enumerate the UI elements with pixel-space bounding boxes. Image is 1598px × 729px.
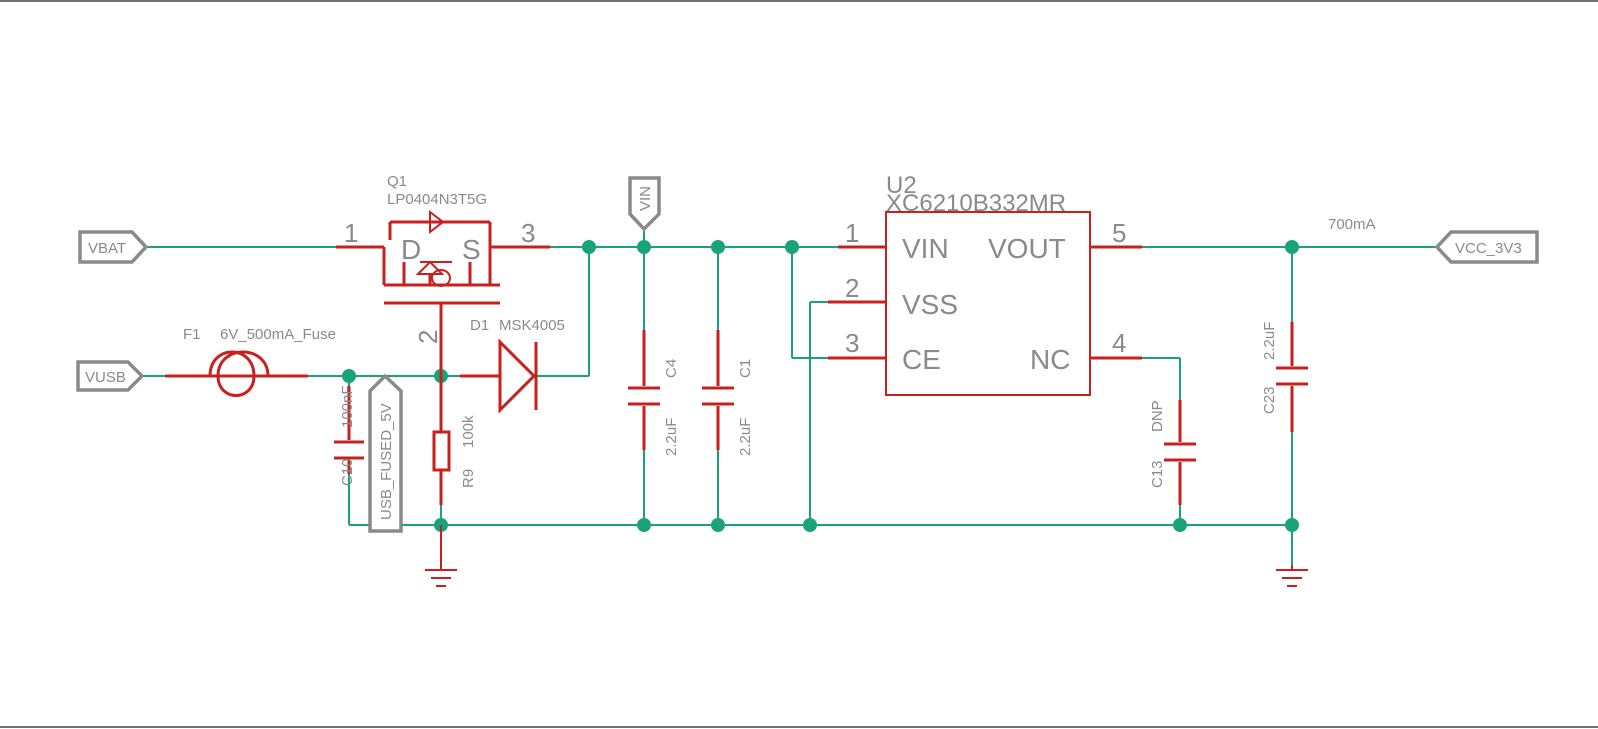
c10-value: 100nF bbox=[339, 385, 356, 428]
c1-ref: C1 bbox=[737, 359, 754, 378]
d1-diode[interactable]: D1 MSK4005 bbox=[460, 317, 565, 414]
port-vin[interactable]: VIN bbox=[628, 176, 661, 232]
u2-pin5-num: 5 bbox=[1112, 218, 1126, 248]
q1-pin2-label: 2 bbox=[413, 330, 443, 344]
u2-pin4-num: 4 bbox=[1112, 328, 1126, 358]
c10-capacitor[interactable]: 100nF C10 bbox=[334, 385, 364, 486]
u2-regulator[interactable]: U2 XC6210B332MR 1 VIN 2 VSS 3 CE 4 NC 5 … bbox=[828, 172, 1142, 396]
ground-symbol-left bbox=[425, 525, 457, 587]
q1-ref: Q1 bbox=[387, 173, 407, 190]
port-vcc-3v3-label: VCC_3V3 bbox=[1455, 240, 1522, 257]
c4-value: 2.2uF bbox=[663, 418, 680, 456]
port-vusb-label: VUSB bbox=[85, 369, 126, 386]
c13-ref: C13 bbox=[1149, 460, 1166, 488]
f1-fuse[interactable]: F1 6V_500mA_Fuse bbox=[165, 326, 336, 397]
r9-resistor[interactable]: R9 100k bbox=[432, 376, 477, 505]
f1-value: 6V_500mA_Fuse bbox=[220, 326, 336, 343]
port-vcc-3v3[interactable]: VCC_3V3 bbox=[1434, 230, 1539, 264]
d1-ref: D1 bbox=[470, 317, 489, 334]
q1-pin3-label: 3 bbox=[521, 218, 535, 248]
f1-ref: F1 bbox=[183, 326, 201, 343]
port-usb-fused-5v[interactable]: USB_FUSED_5V bbox=[368, 373, 403, 533]
c4-ref: C4 bbox=[663, 359, 680, 378]
c23-capacitor[interactable]: 2.2uF C23 bbox=[1261, 322, 1308, 432]
q1-source-label: S bbox=[462, 234, 481, 265]
c4-capacitor[interactable]: C4 2.2uF bbox=[628, 330, 680, 456]
r9-value: 100k bbox=[460, 415, 477, 448]
u2-pin2-num: 2 bbox=[845, 273, 859, 303]
port-usb-fused-5v-label: USB_FUSED_5V bbox=[378, 403, 395, 520]
q1-mosfet[interactable]: 1 3 2 D S Q1 LP0404N3T5G bbox=[336, 173, 550, 376]
u2-pin3-name: CE bbox=[902, 344, 941, 375]
c23-value: 2.2uF bbox=[1261, 322, 1278, 360]
u2-pin4-name: NC bbox=[1030, 344, 1070, 375]
d1-value: MSK4005 bbox=[499, 317, 565, 334]
c1-value: 2.2uF bbox=[737, 418, 754, 456]
port-vbat[interactable]: VBAT bbox=[78, 230, 149, 264]
c10-ref: C10 bbox=[339, 458, 356, 486]
port-vin-label: VIN bbox=[637, 186, 654, 211]
u2-pin5-name: VOUT bbox=[988, 233, 1066, 264]
u2-pin1-num: 1 bbox=[845, 218, 859, 248]
c13-capacitor[interactable]: DNP C13 bbox=[1149, 400, 1196, 505]
ground-symbol-right bbox=[1276, 565, 1308, 587]
u2-value: XC6210B332MR bbox=[886, 190, 1066, 217]
port-vbat-label: VBAT bbox=[88, 240, 126, 257]
r9-ref: R9 bbox=[460, 469, 477, 488]
port-vusb[interactable]: VUSB bbox=[76, 360, 145, 392]
wires bbox=[142, 229, 1437, 565]
q1-value: LP0404N3T5G bbox=[387, 191, 487, 208]
c23-ref: C23 bbox=[1261, 386, 1278, 414]
u2-pin2-name: VSS bbox=[902, 289, 958, 320]
u2-pin1-name: VIN bbox=[902, 233, 949, 264]
u2-pin3-num: 3 bbox=[845, 328, 859, 358]
u2-ref: U2 bbox=[886, 172, 917, 199]
q1-pin1-label: 1 bbox=[344, 218, 358, 248]
c13-value: DNP bbox=[1149, 400, 1166, 432]
q1-drain-label: D bbox=[401, 234, 421, 265]
current-note: 700mA bbox=[1328, 216, 1376, 233]
c1-capacitor[interactable]: C1 2.2uF bbox=[702, 330, 754, 456]
